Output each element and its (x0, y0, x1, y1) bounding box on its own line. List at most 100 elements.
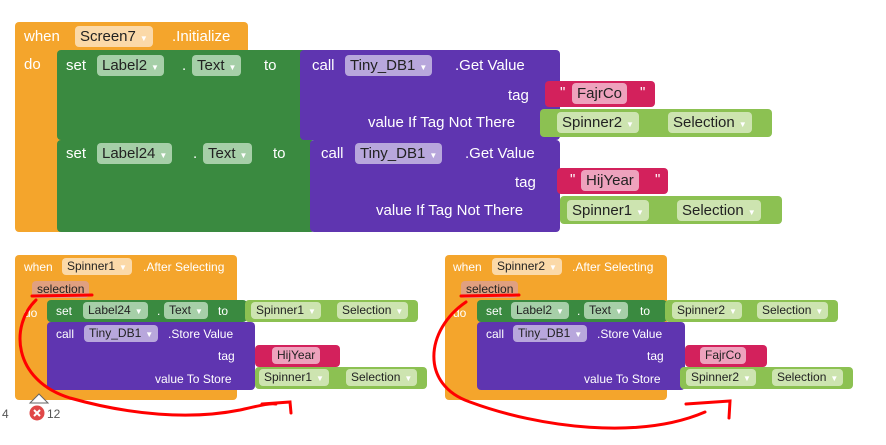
chevron-down-icon: ▼ (419, 63, 428, 72)
selection-dropdown[interactable]: Selection▼ (677, 200, 761, 221)
collapse-triangle-icon[interactable] (28, 392, 50, 404)
dropdown-value: Screen7 (80, 28, 136, 45)
tag-label: tag (218, 349, 235, 363)
db-dropdown[interactable]: Tiny_DB1▼ (345, 55, 433, 76)
to-label: to (640, 304, 651, 318)
dropdown-value: Selection (342, 303, 392, 317)
chevron-down-icon: ▼ (747, 208, 756, 217)
default-label: value If Tag Not There (376, 202, 524, 219)
call-label: call (486, 327, 505, 341)
selection-dropdown[interactable]: Selection▼ (757, 302, 829, 319)
set-label: set (66, 57, 87, 74)
db-dropdown[interactable]: Tiny_DB1▼ (513, 325, 588, 342)
error-count[interactable]: 12 (47, 407, 61, 421)
to-label: to (264, 57, 277, 74)
chevron-down-icon: ▼ (549, 263, 557, 272)
tag-label: tag (508, 87, 529, 104)
dropdown-value: Spinner2 (497, 259, 546, 273)
method-name: .Store Value (597, 327, 663, 341)
label-dropdown[interactable]: Label24▼ (83, 302, 148, 319)
error-icon[interactable] (29, 405, 45, 421)
dropdown-value: Spinner2 (677, 303, 726, 317)
arrow-annotation (18, 298, 293, 417)
dropdown-value: Tiny_DB1 (350, 57, 416, 74)
chevron-down-icon: ▼ (151, 63, 159, 72)
chevron-down-icon: ▼ (626, 120, 634, 129)
dropdown-value: Text (197, 57, 225, 74)
warning-count[interactable]: 4 (2, 407, 9, 421)
chevron-down-icon: ▼ (239, 151, 248, 160)
chevron-down-icon: ▼ (145, 330, 154, 339)
selection-parameter[interactable]: selection (32, 281, 90, 298)
property-dropdown[interactable]: Text▼ (584, 302, 628, 319)
dropdown-value: Spinner2 (691, 370, 740, 384)
chevron-down-icon: ▼ (429, 151, 438, 160)
component-dropdown[interactable]: Spinner2▼ (492, 258, 562, 275)
property-dropdown[interactable]: Text▼ (203, 143, 253, 164)
property-dropdown[interactable]: Text▼ (164, 302, 208, 319)
when-label: when (24, 260, 53, 274)
db-dropdown[interactable]: Tiny_DB1▼ (84, 325, 159, 342)
chevron-down-icon: ▼ (636, 208, 644, 217)
call-label: call (56, 327, 75, 341)
selection-dropdown[interactable]: Selection▼ (346, 369, 418, 386)
store-label: value To Store (155, 372, 232, 386)
dropdown-value: Label2 (516, 303, 553, 317)
store-label: value To Store (584, 372, 661, 386)
text-value[interactable]: HijYear (272, 347, 321, 364)
do-label: do (24, 56, 41, 73)
to-label: to (218, 304, 229, 318)
text-value[interactable]: HijYear (581, 170, 639, 191)
label-dropdown[interactable]: Label2▼ (97, 55, 164, 76)
selection-parameter[interactable]: selection (461, 281, 519, 298)
arrow-annotation (432, 300, 732, 430)
chevron-down-icon: ▼ (159, 151, 168, 160)
dropdown-value: Tiny_DB1 (89, 326, 142, 340)
dropdown-value: Selection (351, 370, 401, 384)
selection-dropdown[interactable]: Selection▼ (772, 369, 844, 386)
spinner-dropdown[interactable]: Spinner2▼ (686, 369, 756, 386)
dropdown-value: Spinner1 (67, 259, 116, 273)
event-name: .Initialize (172, 28, 231, 45)
spinner-dropdown[interactable]: Spinner1▼ (251, 302, 321, 319)
selection-dropdown[interactable]: Selection▼ (337, 302, 409, 319)
chevron-down-icon: ▼ (830, 374, 839, 383)
db-dropdown[interactable]: Tiny_DB1▼ (355, 143, 443, 164)
chevron-down-icon: ▼ (729, 307, 737, 316)
chevron-down-icon: ▼ (743, 374, 751, 383)
set-label: set (66, 145, 87, 162)
dropdown-value: Text (208, 145, 236, 162)
dropdown-value: Label24 (88, 303, 131, 317)
text-value[interactable]: FajrCo (700, 347, 747, 364)
dot: . (182, 57, 187, 74)
component-dropdown[interactable]: Screen7▼ (75, 26, 153, 47)
chevron-down-icon: ▼ (615, 307, 623, 316)
text-value[interactable]: FajrCo (572, 83, 628, 104)
call-label: call (312, 57, 335, 74)
spinner-dropdown[interactable]: Spinner2▼ (557, 112, 639, 133)
dot: . (157, 304, 161, 318)
property-dropdown[interactable]: Text▼ (192, 55, 242, 76)
chevron-down-icon: ▼ (119, 263, 127, 272)
method-name: .Get Value (465, 145, 535, 162)
underline-annotation (30, 293, 94, 298)
tag-label: tag (515, 174, 536, 191)
chevron-down-icon: ▼ (308, 307, 316, 316)
label-dropdown[interactable]: Label2▼ (511, 302, 569, 319)
to-label: to (273, 145, 286, 162)
spinner-dropdown[interactable]: Spinner1▼ (567, 200, 649, 221)
event-name: .After Selecting (143, 260, 225, 274)
chevron-down-icon: ▼ (316, 374, 324, 383)
label-dropdown[interactable]: Label24▼ (97, 143, 173, 164)
selection-dropdown[interactable]: Selection▼ (668, 112, 752, 133)
set-label: set (56, 304, 73, 318)
chevron-down-icon: ▼ (404, 374, 413, 383)
spinner-dropdown[interactable]: Spinner2▼ (672, 302, 742, 319)
dropdown-value: Text (589, 303, 612, 317)
chevron-down-icon: ▼ (815, 307, 824, 316)
dot: . (577, 304, 581, 318)
method-name: .Store Value (168, 327, 234, 341)
component-dropdown[interactable]: Spinner1▼ (62, 258, 132, 275)
spinner-dropdown[interactable]: Spinner1▼ (259, 369, 329, 386)
